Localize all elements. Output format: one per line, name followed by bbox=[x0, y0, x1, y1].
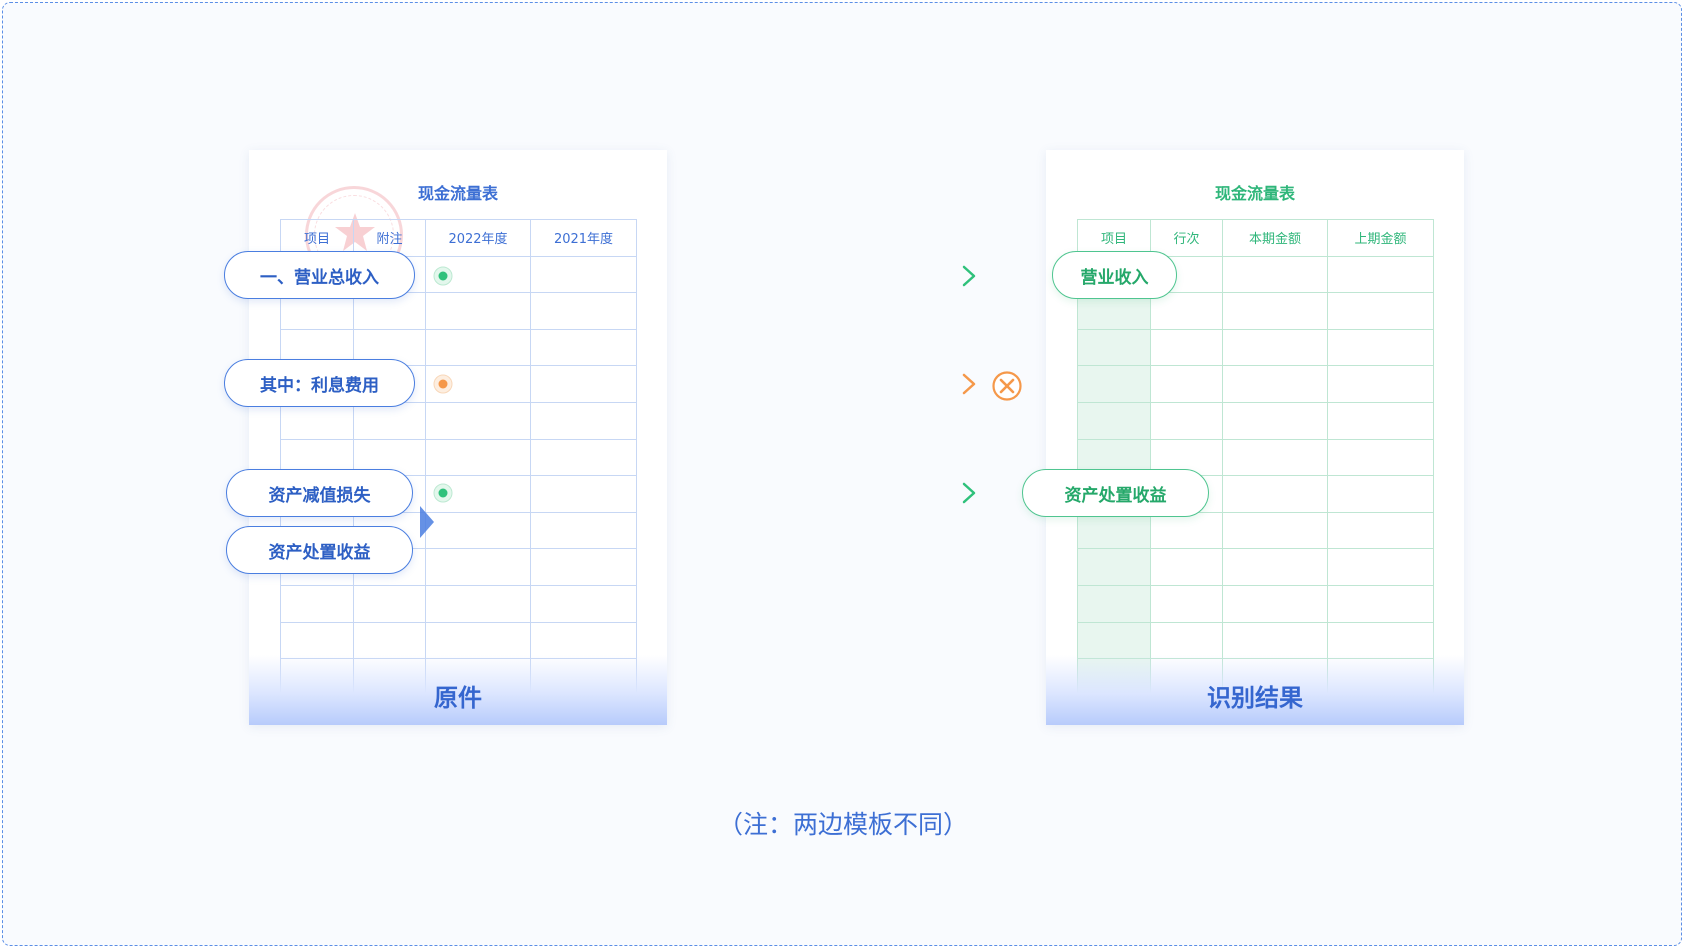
table-header-row: 项目 附注 2022年度 2021年度 bbox=[280, 219, 637, 257]
table-header-row: 项目 行次 本期金额 上期金额 bbox=[1077, 219, 1434, 257]
table-row bbox=[1077, 621, 1434, 660]
table-row bbox=[280, 621, 637, 660]
table-row bbox=[1077, 365, 1434, 403]
result-pill: 营业收入 bbox=[1052, 251, 1177, 299]
column-header: 2021年度 bbox=[530, 219, 637, 257]
original-document-label: 原件 bbox=[434, 684, 482, 712]
pointer-triangle-icon bbox=[420, 506, 434, 538]
field-pill: 资产减值损失 bbox=[226, 469, 413, 517]
original-document: 现金流量表 项目 附注 2022年度 2021年度 原件 bbox=[249, 150, 667, 725]
missing-connector bbox=[433, 371, 1022, 401]
result-pill: 资产处置收益 bbox=[1022, 469, 1209, 517]
column-header: 项目 bbox=[1077, 219, 1151, 257]
match-connector bbox=[433, 265, 976, 287]
table-row bbox=[1077, 548, 1434, 586]
table-row bbox=[1077, 438, 1434, 477]
original-table: 项目 附注 2022年度 2021年度 bbox=[280, 219, 637, 696]
arrow-head-icon bbox=[962, 265, 976, 287]
arrow-head-icon bbox=[962, 373, 976, 395]
field-pill: 其中：利息费用 bbox=[224, 359, 415, 407]
original-document-title: 现金流量表 bbox=[417, 184, 498, 203]
column-header: 附注 bbox=[353, 219, 426, 257]
not-found-x-icon bbox=[992, 371, 1022, 401]
field-pill: 一、营业总收入 bbox=[224, 251, 415, 299]
column-header: 本期金额 bbox=[1222, 219, 1328, 257]
table-row bbox=[1077, 401, 1434, 440]
result-document-title: 现金流量表 bbox=[1214, 184, 1295, 203]
table-row bbox=[280, 584, 637, 623]
result-document-label: 识别结果 bbox=[1207, 684, 1303, 712]
table-row bbox=[1077, 511, 1434, 550]
field-pill: 资产处置收益 bbox=[226, 526, 413, 574]
table-row bbox=[280, 328, 637, 367]
column-header: 上期金额 bbox=[1327, 219, 1434, 257]
bottom-gradient bbox=[1046, 655, 1464, 725]
arrow-head-icon bbox=[962, 482, 976, 504]
bottom-gradient bbox=[249, 655, 667, 725]
table-row bbox=[1077, 584, 1434, 623]
match-connector bbox=[433, 482, 976, 504]
footnote: （注：两边模板不同） bbox=[717, 810, 968, 839]
